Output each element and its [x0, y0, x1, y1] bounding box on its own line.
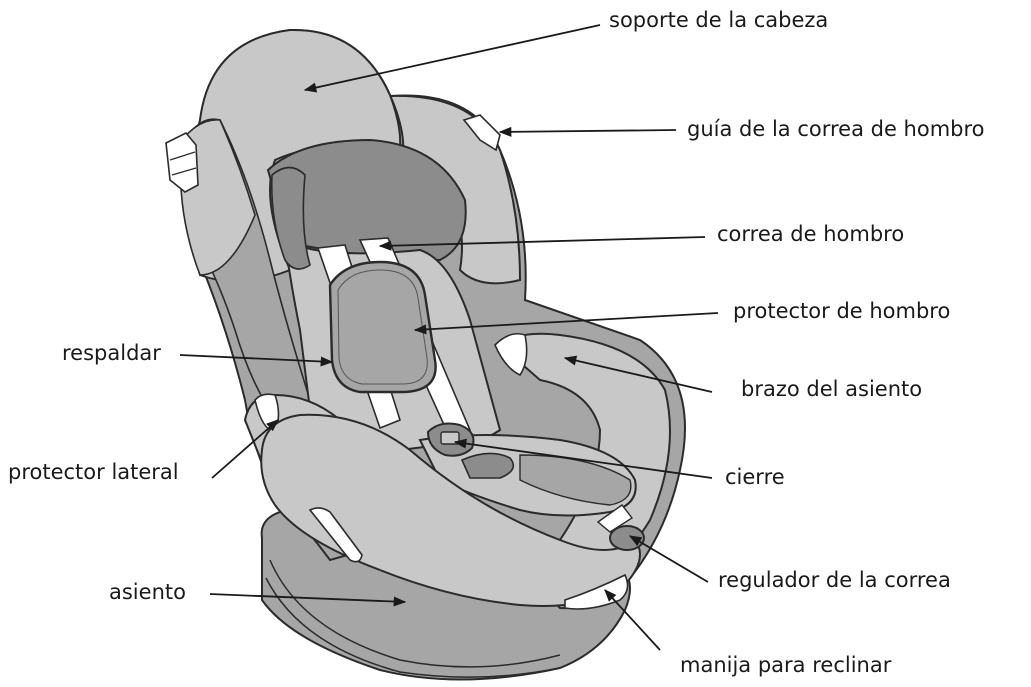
label-recline-handle: manija para reclinar	[680, 655, 891, 676]
label-backrest: respaldar	[62, 343, 161, 364]
label-shoulder-pad: protector de hombro	[733, 301, 950, 322]
label-seat-arm: brazo del asiento	[741, 379, 922, 400]
label-buckle: cierre	[725, 467, 785, 488]
leader-strap-guide	[500, 130, 676, 132]
label-strap-adjuster: regulador de la correa	[718, 570, 951, 591]
strap-adjuster	[610, 526, 644, 550]
label-seat: asiento	[109, 582, 186, 603]
crotch-pad	[462, 453, 513, 478]
strap-guide-left	[166, 133, 198, 192]
label-head-support: soporte de la cabeza	[609, 10, 828, 31]
label-shoulder-strap-guide: guía de la correa de hombro	[687, 119, 985, 140]
label-shoulder-strap: correa de hombro	[717, 224, 904, 245]
label-side-protector: protector lateral	[8, 462, 179, 483]
shoulder-pad	[330, 262, 436, 392]
